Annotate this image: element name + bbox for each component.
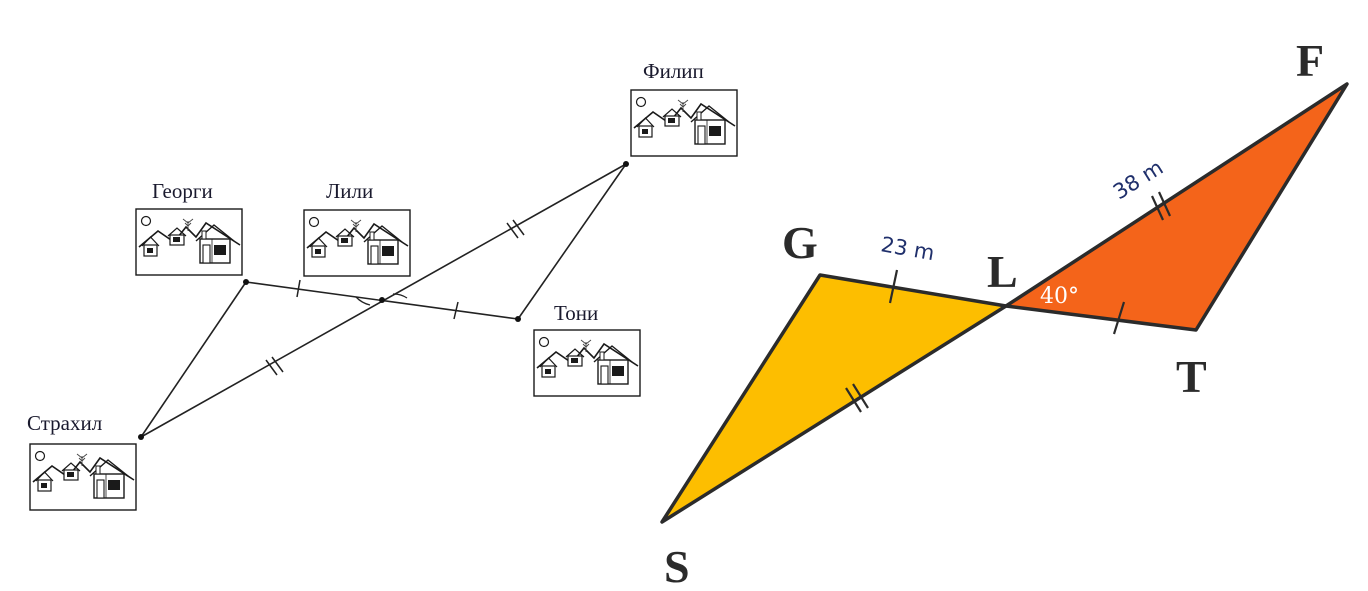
vertex-label-l: L — [987, 246, 1018, 297]
label-georgi: Георги — [152, 179, 213, 203]
point-georgi — [243, 279, 249, 285]
tick-mark-double — [506, 219, 525, 239]
label-strahil: Страхил — [27, 411, 102, 435]
house-picture-icon-lili — [303, 209, 411, 277]
tick-mark-double — [845, 383, 869, 413]
tick-mark-single — [1112, 301, 1126, 335]
tick-mark-single — [296, 279, 301, 298]
vertex-label-g: G — [782, 217, 818, 268]
label-filip: Филип — [643, 59, 704, 83]
point-toni — [515, 316, 521, 322]
triangle-gls — [660, 273, 1008, 524]
measure-lf: 38 m — [1109, 155, 1167, 204]
triangle-lft — [1004, 82, 1349, 332]
angle-arc — [355, 296, 371, 306]
measure-gl: 23 m — [879, 232, 936, 265]
left-diagram: Филип Георги Лили Тони Страхил — [27, 59, 738, 511]
label-lili: Лили — [326, 179, 373, 203]
right-diagram: F G L T S 23 m 38 m 40° — [660, 35, 1349, 591]
angle-arc — [392, 293, 408, 299]
house-picture-icon-georgi — [135, 208, 243, 276]
tick-mark-double — [265, 356, 284, 376]
tick-mark-double — [1151, 191, 1171, 221]
angle-label: 40° — [1040, 284, 1079, 309]
house-picture-icon-toni — [533, 329, 641, 397]
label-toni: Тони — [554, 301, 598, 325]
point-filip — [623, 161, 629, 167]
point-center-lili — [379, 297, 385, 303]
point-strahil — [138, 434, 144, 440]
tick-mark-single — [888, 269, 899, 304]
segment-toni-filip — [517, 163, 627, 320]
vertex-label-f: F — [1296, 35, 1324, 86]
house-picture-icon-filip — [630, 89, 738, 157]
vertex-label-t: T — [1176, 351, 1207, 402]
tick-mark-single — [453, 301, 459, 320]
segment-strahil-georgi — [140, 281, 247, 438]
vertex-label-s: S — [664, 541, 690, 591]
house-picture-icon-strahil — [29, 443, 137, 511]
